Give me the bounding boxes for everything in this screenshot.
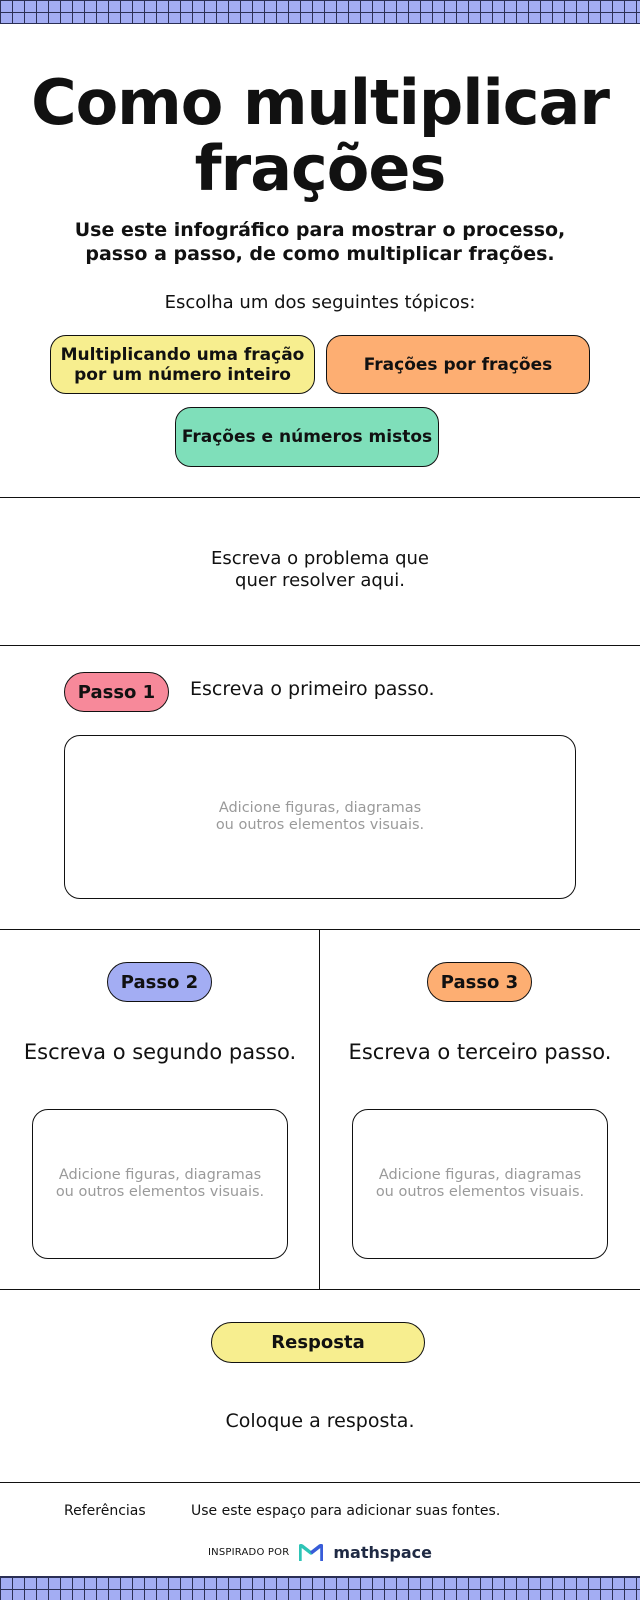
visual-placeholder: Adicione figuras, diagramas ou outros el… — [215, 800, 425, 833]
step-2-visual-box[interactable]: Adicione figuras, diagramas ou outros el… — [32, 1109, 288, 1259]
section-divider — [0, 929, 640, 930]
topic-whole-number-button[interactable]: Multiplicando uma fração por um número i… — [50, 335, 315, 394]
page-title: Como multiplicar frações — [31, 66, 610, 205]
grid-pattern-top — [0, 0, 640, 24]
step-3-badge: Passo 3 — [427, 962, 532, 1002]
section-divider — [0, 497, 640, 498]
visual-placeholder: Adicione figuras, diagramas ou outros el… — [55, 1167, 265, 1200]
problem-text[interactable]: Escreva o problema que quer resolver aqu… — [0, 548, 640, 592]
problem-text-label: Escreva o problema que quer resolver aqu… — [210, 548, 429, 591]
answer-text[interactable]: Coloque a resposta. — [225, 1410, 415, 1432]
topic-label: Frações por frações — [363, 354, 553, 375]
page-subtitle: Use este infográfico para mostrar o proc… — [74, 219, 566, 265]
section-divider — [0, 645, 640, 646]
section-divider — [0, 1482, 640, 1483]
step-1-text[interactable]: Escreva o primeiro passo. — [190, 678, 435, 700]
step-1-visual-box[interactable]: Adicione figuras, diagramas ou outros el… — [64, 735, 576, 899]
mathspace-logo-icon — [299, 1543, 324, 1561]
credit-label: INSPIRADO POR — [208, 1547, 290, 1558]
topic-label: Frações e números mistos — [181, 427, 433, 447]
visual-placeholder: Adicione figuras, diagramas ou outros el… — [375, 1167, 585, 1200]
step-1-label: Passo 1 — [77, 681, 156, 703]
references-label: Referências — [64, 1503, 146, 1519]
step-2-text[interactable]: Escreva o segundo passo. — [23, 1040, 297, 1064]
step-2-badge: Passo 2 — [107, 962, 212, 1002]
topic-fractions-button[interactable]: Frações por frações — [326, 335, 590, 394]
grid-pattern-bottom — [0, 1576, 640, 1600]
column-divider — [319, 929, 320, 1289]
step-3-text[interactable]: Escreva o terceiro passo. — [348, 1040, 612, 1064]
topic-label: Multiplicando uma fração por um número i… — [60, 344, 305, 385]
section-divider — [0, 1289, 640, 1290]
footer-credit: INSPIRADO POR mathspace — [0, 1543, 640, 1562]
answer-label: Resposta — [271, 1332, 365, 1353]
answer-badge: Resposta — [211, 1322, 425, 1363]
topic-prompt: Escolha um dos seguintes tópicos: — [164, 292, 476, 313]
step-1-badge: Passo 1 — [64, 672, 169, 712]
references-text[interactable]: Use este espaço para adicionar suas font… — [191, 1503, 501, 1519]
step-3-visual-box[interactable]: Adicione figuras, diagramas ou outros el… — [352, 1109, 608, 1259]
step-2-label: Passo 2 — [120, 971, 199, 993]
topic-mixed-numbers-button[interactable]: Frações e números mistos — [175, 407, 439, 467]
step-3-label: Passo 3 — [440, 971, 519, 993]
mathspace-brand: mathspace — [333, 1543, 432, 1562]
